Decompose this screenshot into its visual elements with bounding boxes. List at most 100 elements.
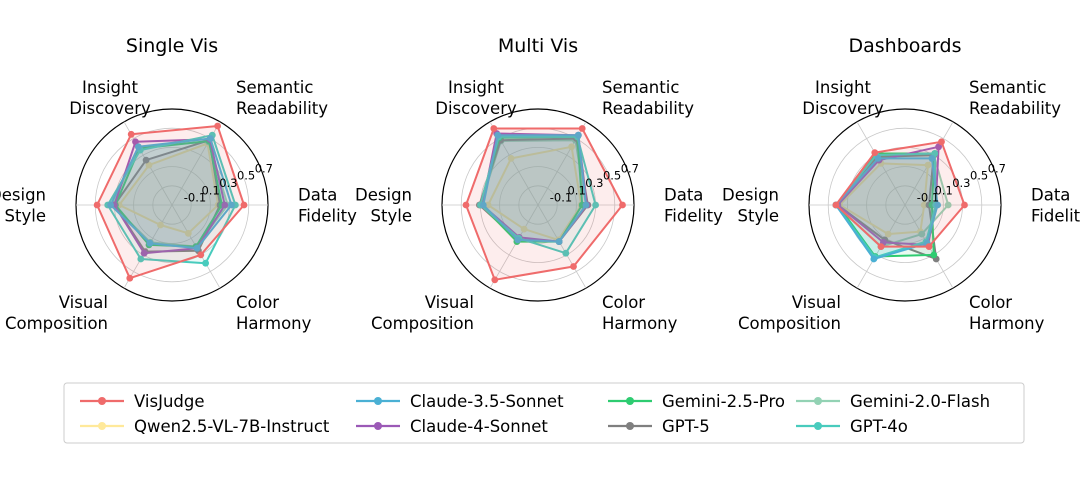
axis-label-line: Insight — [448, 78, 504, 97]
radial-tick-label: 0.5 — [237, 169, 255, 183]
data-point — [938, 138, 945, 146]
legend-frame — [63, 382, 1025, 444]
axis-label-line: Visual — [59, 293, 108, 312]
radial-tick-label: 0.3 — [952, 176, 970, 190]
radial-tick-label: 0.3 — [219, 176, 237, 190]
data-point — [570, 263, 577, 270]
data-point — [574, 131, 582, 139]
series-area — [465, 127, 624, 281]
data-point — [582, 201, 590, 209]
legend-swatch-marker — [98, 422, 106, 430]
data-point — [126, 274, 134, 282]
series-claude-3-5-sonnet — [107, 135, 235, 252]
axis-label-line: Visual — [425, 293, 474, 312]
data-point — [874, 155, 882, 162]
data-point — [207, 135, 214, 142]
legend-label: GPT-5 — [662, 417, 710, 436]
series-visjudge — [832, 138, 968, 251]
legend-label: Claude-3.5-Sonnet — [410, 392, 564, 411]
data-point — [924, 161, 932, 169]
legend-swatch-marker — [374, 397, 382, 405]
legend-item-gemini-2-0-flash: Gemini-2.0-Flash — [796, 392, 990, 411]
data-point — [931, 150, 939, 157]
axis-label-line: Style — [371, 207, 412, 226]
data-point — [127, 130, 135, 138]
data-point — [202, 259, 210, 267]
data-point — [520, 225, 528, 233]
legend-label: Claude-4-Sonnet — [410, 417, 548, 436]
radial-tick-label: 0.1 — [567, 183, 585, 197]
chart-title: Single Vis — [126, 35, 218, 57]
data-point — [918, 230, 926, 238]
data-point — [961, 201, 968, 209]
series-visjudge — [93, 122, 248, 282]
radial-tick-label: 0.7 — [621, 161, 639, 175]
axis-label-line: Fidelity — [1031, 207, 1080, 226]
data-point — [944, 201, 952, 209]
data-point — [491, 276, 499, 284]
data-point — [193, 244, 201, 252]
data-point — [507, 155, 515, 162]
radial-tick-label: 0.1 — [934, 183, 952, 197]
data-point — [140, 249, 148, 257]
axis-label-line: Color — [969, 293, 1012, 312]
legend-swatch-marker — [626, 397, 634, 405]
axis-label-line: Design — [0, 186, 46, 205]
data-point — [135, 143, 142, 151]
axis-label-line: Data — [298, 186, 337, 205]
legend-item-claude-4-sonnet: Claude-4-Sonnet — [356, 417, 548, 436]
legend-item-gpt-5: GPT-5 — [608, 417, 710, 436]
legend-item-qwen2-5-vl-7b-instruct: Qwen2.5-VL-7B-Instruct — [80, 417, 330, 436]
data-point — [479, 201, 487, 209]
data-point — [877, 243, 885, 251]
radial-tick-label: 0.7 — [255, 161, 273, 175]
data-point — [146, 239, 154, 247]
axis-label-line: Insight — [82, 78, 138, 97]
legend-label: Gemini-2.5-Pro — [662, 392, 785, 411]
data-point — [145, 161, 153, 169]
data-point — [870, 255, 878, 263]
data-point — [928, 155, 936, 162]
data-point — [568, 143, 575, 151]
data-point — [925, 243, 933, 251]
radial-tick-label: 0.1 — [201, 183, 219, 197]
data-point — [240, 201, 248, 209]
data-point — [184, 229, 192, 237]
axis-label-line: Insight — [815, 78, 871, 97]
data-point — [221, 201, 229, 209]
data-point — [555, 238, 563, 246]
chart-title: Dashboards — [849, 35, 962, 57]
data-point — [514, 236, 522, 244]
radial-tick-label: 0.5 — [970, 169, 988, 183]
legend-item-gpt-4o: GPT-4o — [796, 417, 908, 436]
legend-swatch-marker — [98, 397, 106, 405]
axis-label-line: Harmony — [602, 314, 678, 333]
series-qwen2-5-vl-7b-instruct — [484, 143, 585, 244]
axis-label-line: Fidelity — [298, 207, 357, 226]
grid-spoke — [537, 204, 587, 289]
axis-label-line: Visual — [792, 293, 841, 312]
legend-label: Gemini-2.0-Flash — [850, 392, 990, 411]
data-point — [214, 122, 222, 130]
legend-swatch-marker — [374, 422, 382, 430]
axis-label-line: Semantic — [969, 78, 1046, 97]
data-point — [832, 201, 840, 209]
axis-label-line: Readability — [236, 99, 328, 118]
legend-label: GPT-4o — [850, 417, 908, 436]
